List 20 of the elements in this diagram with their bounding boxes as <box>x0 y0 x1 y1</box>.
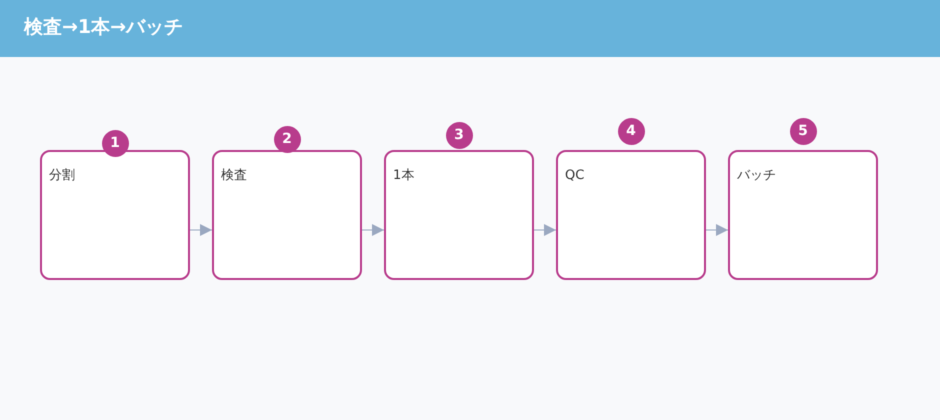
step-box <box>212 150 362 280</box>
arrow <box>362 224 384 236</box>
step-number-badge: 4 <box>618 118 644 144</box>
step-label: 分割 <box>49 167 76 185</box>
step-box <box>384 150 534 280</box>
title: 検査→1本→バッチ <box>24 15 184 40</box>
step-number-badge: 2 <box>274 126 300 152</box>
step-number-badge: 1 <box>102 130 128 156</box>
step-number-badge: 5 <box>790 118 816 144</box>
step-label: 1本 <box>393 167 416 185</box>
step-label: QC <box>565 167 586 185</box>
step-label: 検査 <box>221 167 248 185</box>
step-label: バッチ <box>737 167 777 185</box>
step-box <box>728 150 878 280</box>
step-box <box>556 150 706 280</box>
step-number-badge: 3 <box>446 122 472 148</box>
step-box <box>40 150 190 280</box>
arrow <box>706 224 728 236</box>
arrow <box>534 224 556 236</box>
arrow <box>190 224 212 236</box>
